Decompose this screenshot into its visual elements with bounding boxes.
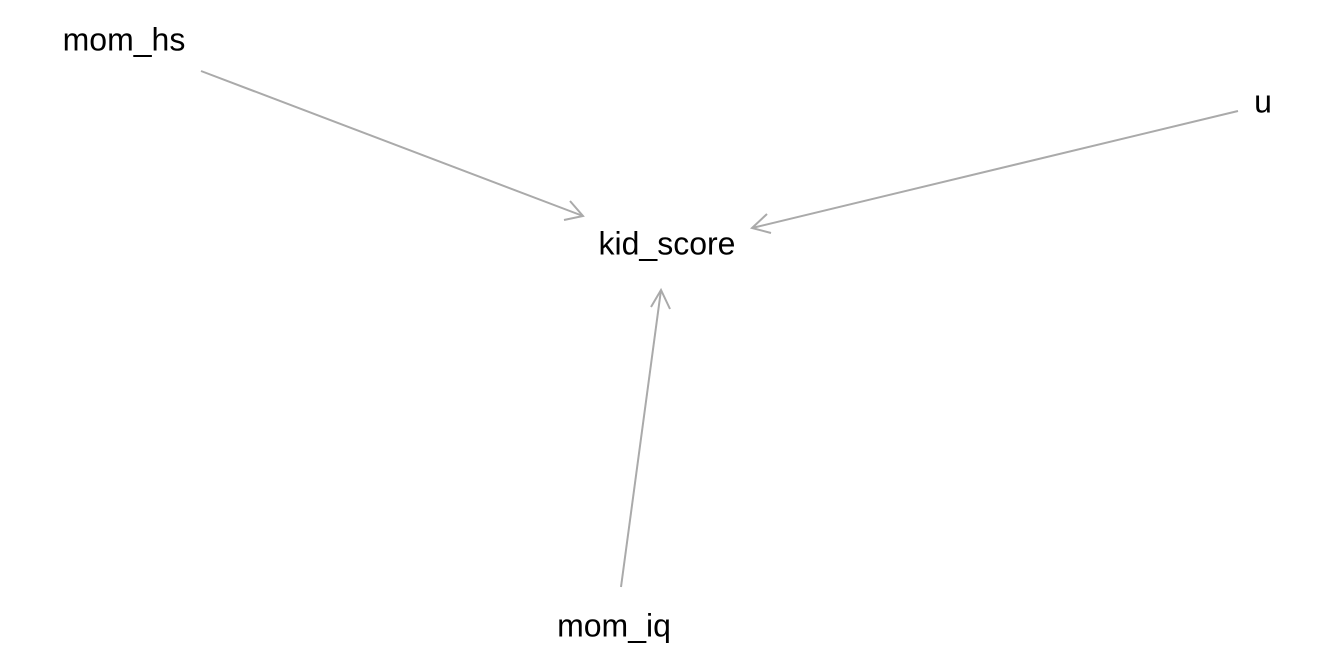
- edge-mom_iq-to-kid_score: [620, 287, 671, 588]
- edge-line: [751, 110, 1239, 229]
- arrowhead-icon: [650, 287, 671, 310]
- edge-line: [620, 289, 662, 588]
- edge-mom_hs-to-kid_score: [200, 70, 585, 221]
- edge-line: [200, 70, 584, 217]
- node-mom_hs: mom_hs: [63, 21, 186, 57]
- node-mom_iq: mom_iq: [557, 607, 671, 643]
- arrowhead-icon: [749, 213, 772, 234]
- edge-u-to-kid_score: [749, 110, 1239, 234]
- arrowhead-icon: [563, 200, 585, 221]
- node-kid_score: kid_score: [599, 225, 736, 261]
- node-u: u: [1254, 83, 1272, 119]
